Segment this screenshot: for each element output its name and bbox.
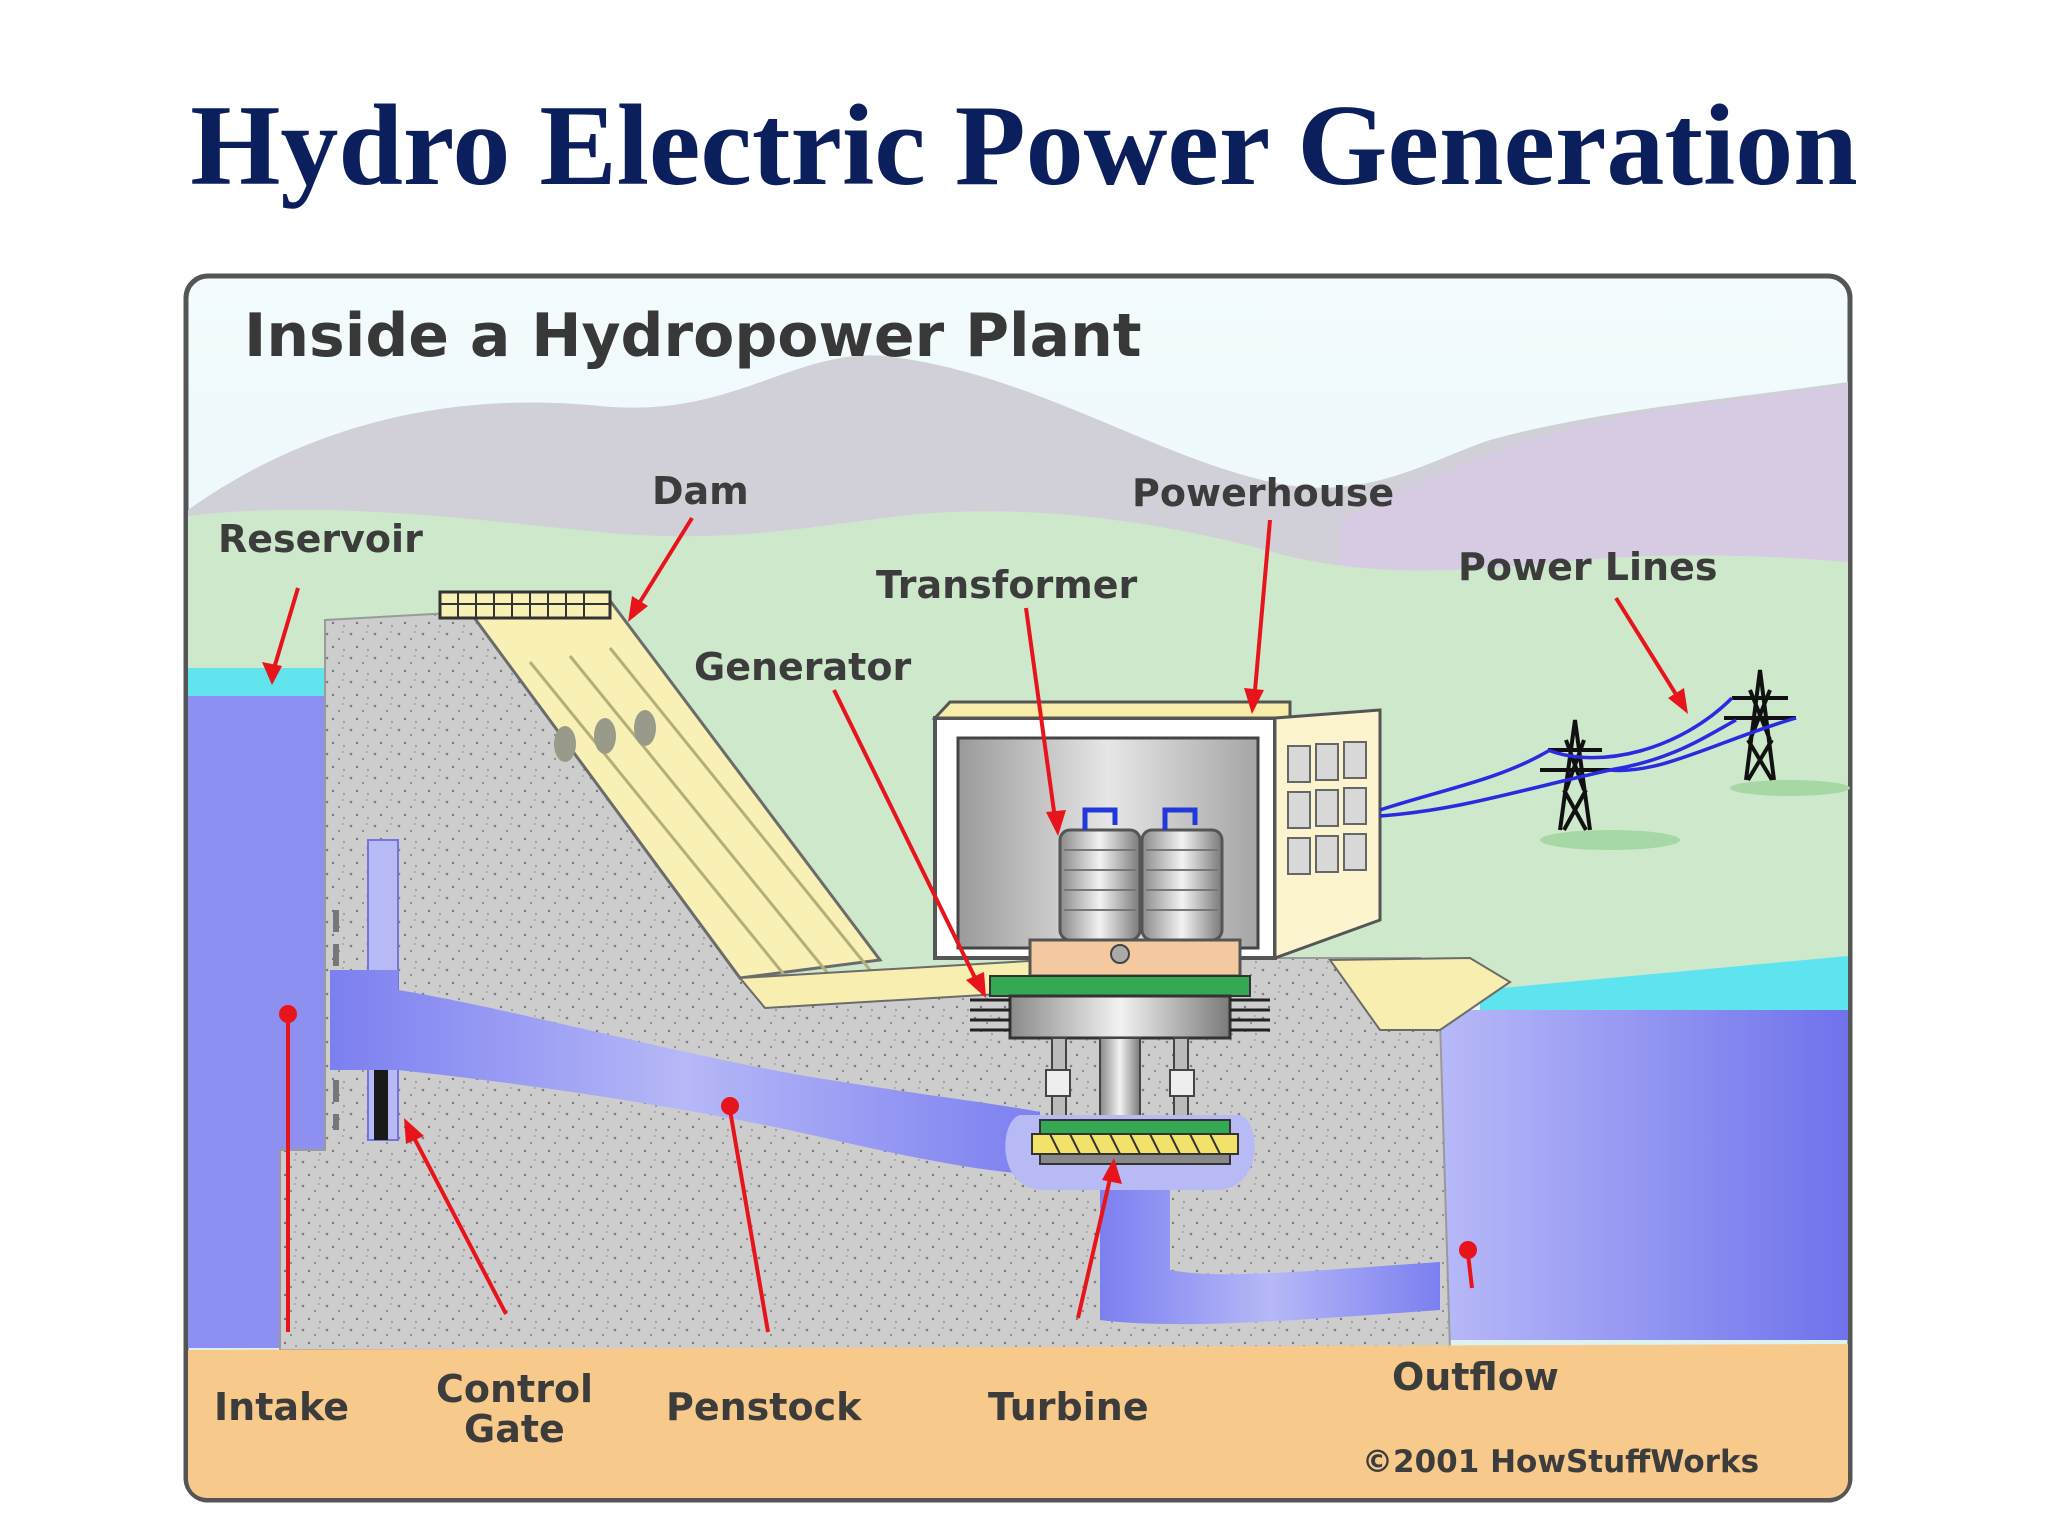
draft-tube <box>1100 1190 1440 1325</box>
label-outflow: Outflow <box>1392 1355 1559 1399</box>
label-intake: Intake <box>214 1385 349 1429</box>
powerhouse-windows <box>1287 741 1367 875</box>
power-tower <box>1724 669 1796 782</box>
dam-gate-window <box>594 718 616 754</box>
arrow-penstock <box>728 1109 770 1333</box>
arrow-turbine <box>1076 1169 1114 1319</box>
arrow-intake-dot <box>279 1005 297 1023</box>
label-powerhouse: Powerhouse <box>1132 471 1394 515</box>
label-transformer: Transformer <box>876 563 1138 607</box>
label-power-lines: Power Lines <box>1458 545 1718 589</box>
outflow-water <box>1440 1010 1848 1340</box>
label-control-gate-line2: Gate <box>464 1407 565 1451</box>
turbine-unit <box>1031 1119 1239 1165</box>
power-tower <box>1540 719 1610 831</box>
river-surface <box>1480 956 1848 1018</box>
tower-shadow <box>1540 830 1680 850</box>
arrow-dam-head <box>628 596 648 622</box>
dam-face-stripe <box>608 647 872 971</box>
label-generator: Generator <box>694 645 911 689</box>
dam-gate-window <box>554 726 576 762</box>
diagram-title: Inside a Hydropower Plant <box>244 301 1142 371</box>
generator-platform <box>1028 938 1242 978</box>
arrow-transformer <box>1024 607 1058 827</box>
copyright-notice: ©2001 HowStuffWorks <box>1362 1444 1759 1480</box>
hydropower-plant-diagram: Inside a Hydropower Plant Reservoir Dam … <box>183 273 1853 1503</box>
dam-face-stripe <box>568 655 832 977</box>
arrow-control-gate-head <box>404 1118 424 1144</box>
outflow-ledge <box>1328 956 1512 1031</box>
dam-railing-bars <box>440 592 610 618</box>
power-lines <box>1379 696 1797 818</box>
ground <box>188 1344 1848 1498</box>
label-dam: Dam <box>652 469 749 513</box>
powerhouse-roof <box>931 700 1292 720</box>
arrow-power-lines <box>1614 596 1684 706</box>
arrow-powerhouse-head <box>1244 688 1264 714</box>
arrow-power-lines-head <box>1668 688 1688 714</box>
arrow-control-gate <box>408 1129 508 1315</box>
arrow-dam <box>633 516 694 612</box>
label-control-gate-line1: Control <box>436 1367 593 1411</box>
reservoir-surface <box>188 668 328 696</box>
label-reservoir: Reservoir <box>218 517 423 561</box>
arrow-generator <box>832 689 982 989</box>
arrow-powerhouse <box>1252 519 1272 703</box>
arrow-turbine-head <box>1102 1158 1122 1184</box>
arrow-penstock-dot <box>721 1097 739 1115</box>
transformer-unit <box>1058 807 1224 942</box>
arrow-generator-head <box>966 972 986 998</box>
label-penstock: Penstock <box>666 1385 862 1429</box>
label-turbine: Turbine <box>988 1385 1149 1429</box>
generator-shaft-cap <box>1110 944 1130 964</box>
label-arrows <box>262 516 1688 1333</box>
arrow-outflow <box>1466 1253 1474 1289</box>
arrow-reservoir-head <box>262 662 282 685</box>
generator-unit <box>970 975 1270 1129</box>
arrow-reservoir <box>270 587 300 676</box>
arrow-transformer-head <box>1046 810 1066 836</box>
arrow-outflow-dot <box>1459 1241 1477 1259</box>
tower-shadow <box>1730 780 1850 796</box>
penstock-pipe <box>330 970 1040 1175</box>
dam-gate-window <box>634 710 656 746</box>
dam-face-stripe <box>528 661 792 983</box>
slide-title: Hydro Electric Power Generation <box>190 82 1858 210</box>
